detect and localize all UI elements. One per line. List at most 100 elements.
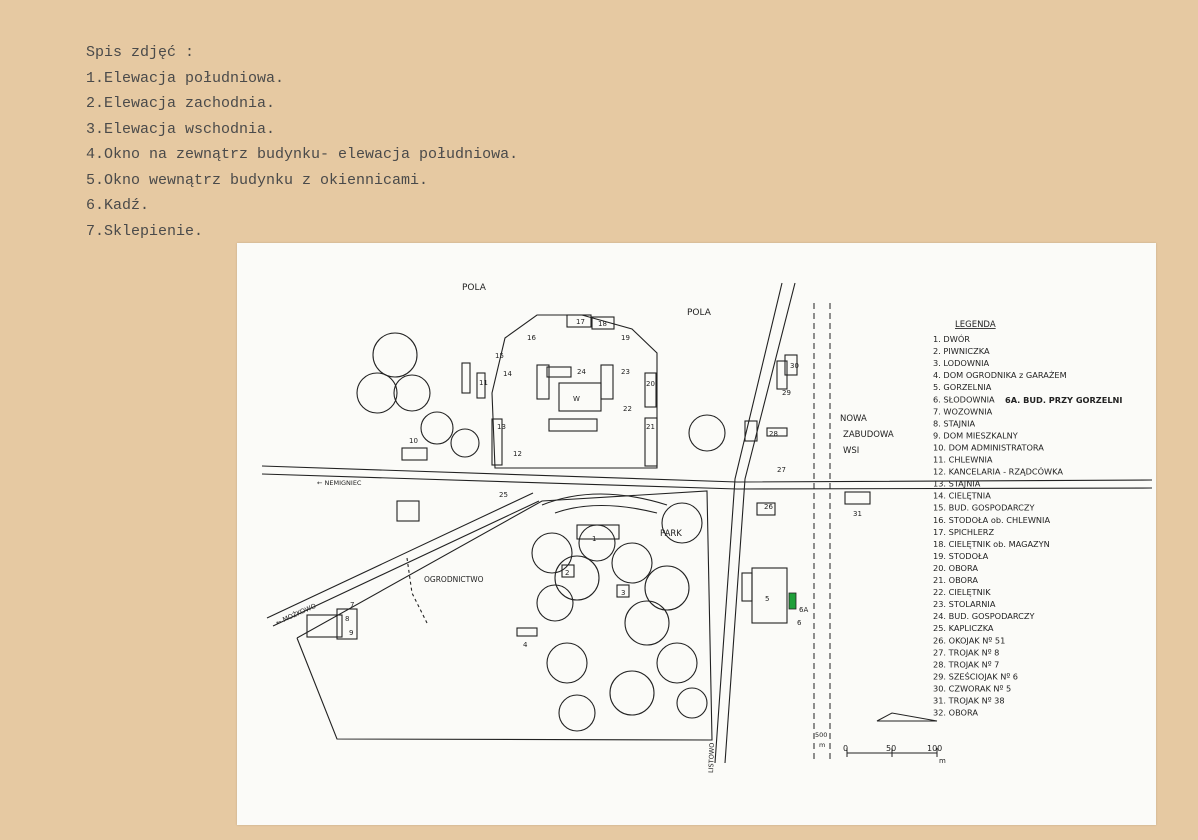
legend-item: 3. LODOWNIA xyxy=(933,358,990,368)
photo-list-item: 5.Okno wewnątrz budynku z okiennicami. xyxy=(86,171,429,189)
label-building-6a: 6A xyxy=(799,606,808,614)
road-north-south xyxy=(714,282,783,764)
photo-list-item: 4.Okno na zewnątrz budynku- elewacja poł… xyxy=(86,146,519,163)
legend-item: 29. SZEŚCIOJAK Nº 6 xyxy=(933,670,1018,681)
building-number: 15 xyxy=(495,352,504,360)
road-east-west-edge xyxy=(261,473,1153,490)
photo-list-item: 7.Sklepienie. xyxy=(86,222,204,240)
legend-item: 19. STODOŁA xyxy=(933,551,989,561)
photo-list: Spis zdjęć : 1.Elewacja południowa. 2.El… xyxy=(86,40,518,244)
building-number: 18 xyxy=(598,320,607,328)
building-number: 9 xyxy=(349,629,353,637)
building-number: 24 xyxy=(577,368,586,376)
building-number: 1 xyxy=(592,535,596,543)
legend-item: 21. OBORA xyxy=(933,575,978,585)
photo-list-item: 2.Elewacja zachodnia. xyxy=(86,95,276,112)
building-number: 27 xyxy=(777,466,786,474)
farm-courtyard xyxy=(491,314,658,469)
legend-item: 13. STAJNIA xyxy=(933,479,981,489)
legend-item: 26. OKOJAK Nº 51 xyxy=(933,635,1005,645)
building-number: 12 xyxy=(513,450,522,458)
label-new-village-1: NOWA xyxy=(840,414,867,424)
legend-item: 7. WOZOWNIA xyxy=(933,406,993,416)
building-number: 30 xyxy=(790,362,799,370)
legend-item: 8. STAJNIA xyxy=(933,418,976,428)
building-number: 6 xyxy=(797,619,802,627)
building-number: 22 xyxy=(623,405,632,413)
building-number: 26 xyxy=(764,503,773,511)
legend-item: 5. GORZELNIA xyxy=(933,382,992,392)
legend-item: 12. KANCELARIA - RZĄDCÓWKA xyxy=(933,466,1063,477)
road-southwest xyxy=(266,492,534,619)
legend-item: 10. DOM ADMINISTRATORA xyxy=(933,442,1044,452)
label-road-south: LISTOWO xyxy=(707,743,716,774)
label-new-village-3: WSI xyxy=(843,446,859,456)
building-number: 10 xyxy=(409,437,418,445)
building-number: 29 xyxy=(782,389,791,397)
legend-item: 11. CHLEWNIA xyxy=(933,455,993,465)
legend-title: LEGENDA xyxy=(955,320,996,330)
garden-path xyxy=(406,557,428,624)
legend-item: 4. DOM OGRODNIKA z GARAŻEM xyxy=(933,370,1067,380)
building-number: 2 xyxy=(565,569,569,577)
label-new-village-2: ZABUDOWA xyxy=(843,430,894,440)
scale-tick-100: 100 xyxy=(927,744,942,753)
legend-item: 31. TROJAK Nº 38 xyxy=(933,696,1005,706)
building-number: 25 xyxy=(499,491,508,499)
photo-list-item: 1.Elewacja południowa. xyxy=(86,69,285,87)
legend-item: 30. CZWORAK Nº 5 xyxy=(933,684,1011,694)
legend-item: 17. SPICHLERZ xyxy=(933,527,994,537)
building-number: 8 xyxy=(345,615,349,623)
legend-item: 23. STOLARNIA xyxy=(933,599,996,609)
building-number: 16 xyxy=(527,334,536,342)
legend-item: 2. PIWNICZKA xyxy=(933,346,990,356)
building-number: 7 xyxy=(350,601,354,609)
building-number: 5 xyxy=(765,595,769,603)
legend-item: 24. BUD. GOSPODARCZY xyxy=(933,611,1035,621)
park-path-inner xyxy=(554,505,658,514)
estate-boundary xyxy=(296,490,713,741)
building-number: 3 xyxy=(621,589,625,597)
scale-tick-0: 0 xyxy=(843,744,848,753)
road-east-west xyxy=(261,465,1153,483)
legend-item: 27. TROJAK Nº 8 xyxy=(933,647,999,657)
park-path xyxy=(541,493,668,506)
building-number: 19 xyxy=(621,334,630,342)
building-number: 17 xyxy=(576,318,585,326)
legend-item: 22. CIELĘTNIK xyxy=(933,587,991,597)
north-arrow xyxy=(876,712,938,722)
label-garden: OGRODNICTWO xyxy=(424,575,484,584)
building-number: 31 xyxy=(853,510,862,518)
distance-marker: 500 xyxy=(815,731,827,739)
road-north-south-edge xyxy=(724,282,796,764)
legend-item: 1. DWÓR xyxy=(933,333,970,344)
legend-item: 14. CIELĘTNIA xyxy=(933,491,991,501)
legend: LEGENDA 1. DWÓR 2. PIWNICZKA 3. LODOWNIA 4.… xyxy=(933,320,1122,718)
photo-list-item: 6.Kadź. xyxy=(86,197,150,214)
legend-item: 9. DOM MIESZKALNY xyxy=(933,430,1019,440)
photo-list-item: 3.Elewacja wschodnia. xyxy=(86,120,276,138)
building-number: 23 xyxy=(621,368,630,376)
legend-item: 6. SŁODOWNIA xyxy=(933,394,995,404)
building-number-labels: 1 2 3 4 5 6 7 8 9 10 11 12 13 14 15 16 1… xyxy=(345,318,862,649)
scale-unit: m xyxy=(939,757,946,765)
building-number: 13 xyxy=(497,423,506,431)
building-number: 28 xyxy=(769,430,778,438)
building-number: 4 xyxy=(523,641,528,649)
legend-item: 18. CIELĘTNIK ob. MAGAZYN xyxy=(933,539,1050,549)
legend-item: 15. BUD. GOSPODARCZY xyxy=(933,503,1035,513)
label-water: W xyxy=(573,395,580,403)
site-plan-drawing: POLA POLA NOWA ZABUDOWA WSI ← NEMIGNIEC … xyxy=(261,282,1153,774)
legend-item: 28. TROJAK Nº 7 xyxy=(933,659,999,669)
legend-item-6a: 6A. BUD. PRZY GORZELNI xyxy=(1005,395,1122,405)
site-plan-sheet: POLA POLA NOWA ZABUDOWA WSI ← NEMIGNIEC … xyxy=(237,243,1156,825)
label-road-west: ← NEMIGNIEC xyxy=(317,479,362,487)
legend-item: 20. OBORA xyxy=(933,563,978,573)
label-fields-right: POLA xyxy=(687,308,712,318)
building-number: 14 xyxy=(503,370,512,378)
legend-item: 16. STODOŁA ob. CHLEWNIA xyxy=(933,515,1050,525)
building-number: 21 xyxy=(646,423,655,431)
building-number: 20 xyxy=(646,380,655,388)
building-number: 11 xyxy=(479,379,488,387)
distance-marker-unit: m xyxy=(819,741,825,749)
